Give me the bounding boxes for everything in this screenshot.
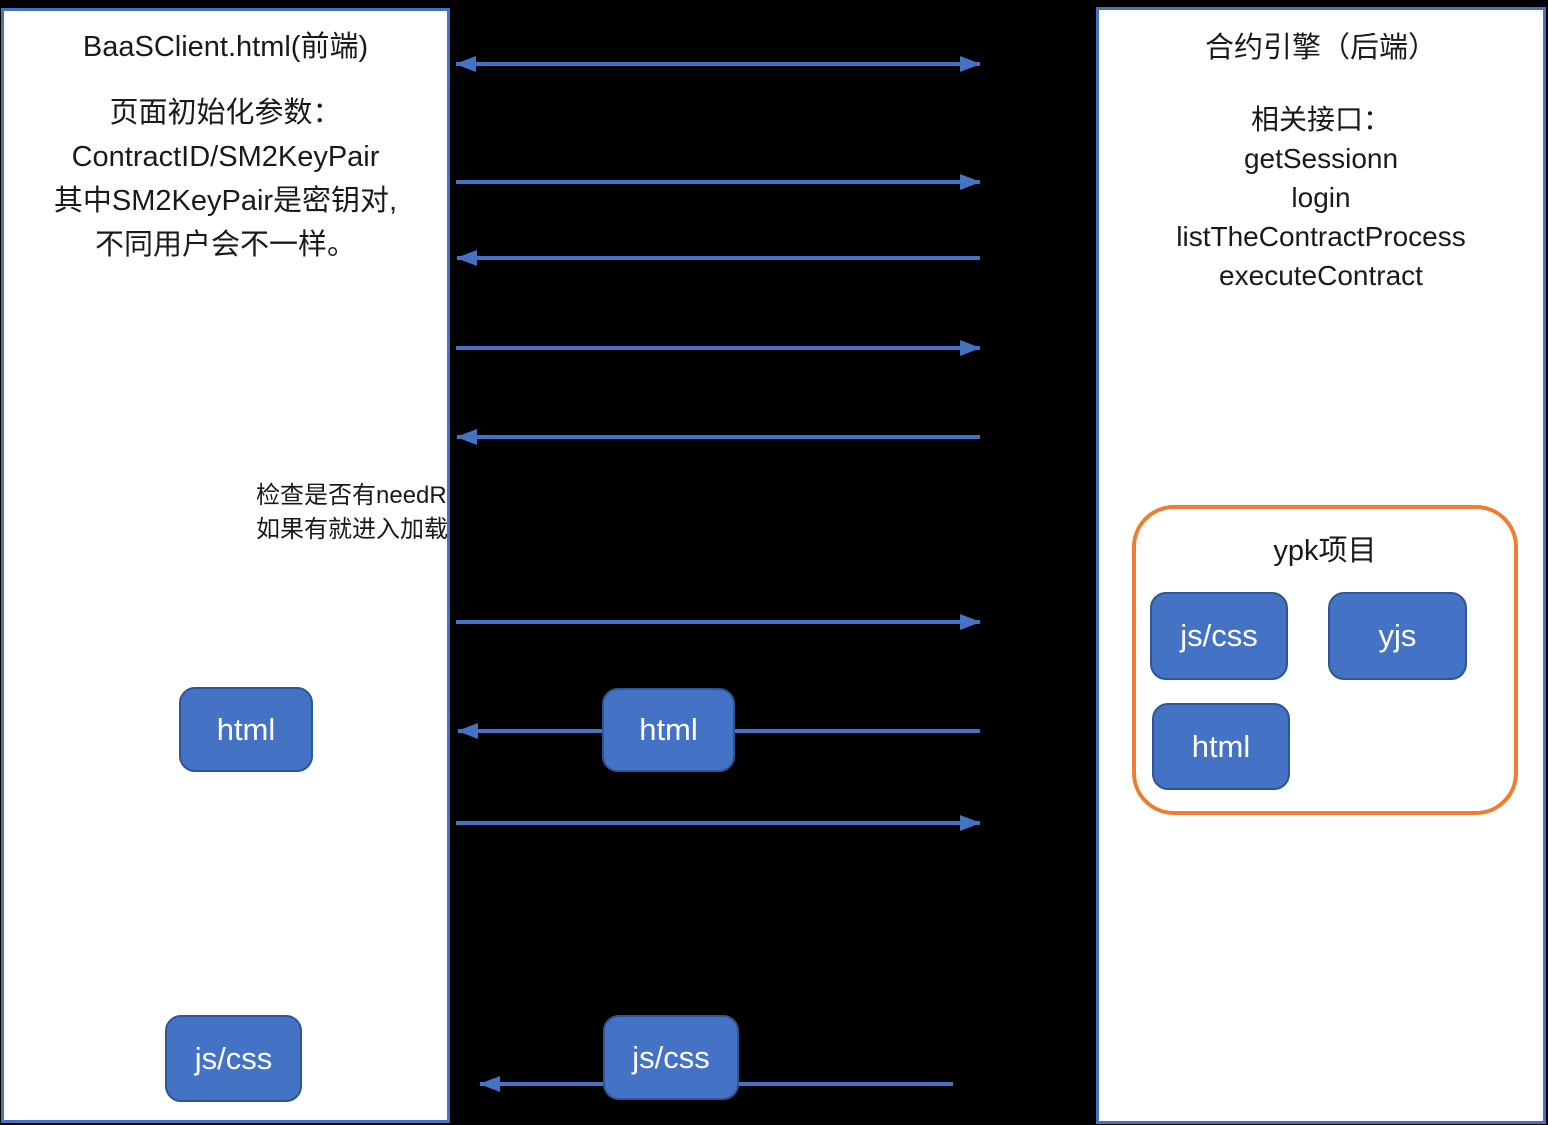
init-params-line: 页面初始化参数： xyxy=(109,97,342,129)
message-arrow-left xyxy=(456,250,980,266)
message-arrow-right xyxy=(456,614,981,630)
backend-panel: 合约引擎（后端） 相关接口： getSessionn login listThe… xyxy=(1096,7,1546,1124)
ypk-jscss-node: js/css xyxy=(1150,592,1288,680)
transfer-html-node: html xyxy=(602,688,735,772)
api-list-item: login xyxy=(1291,182,1351,213)
ypk-project-title: ypk项目 xyxy=(1273,535,1377,567)
api-list-heading: 相关接口： xyxy=(1250,104,1391,135)
api-list-item: listTheContractProcess xyxy=(1176,221,1466,252)
init-params-line: ContractID/SM2KeyPair xyxy=(71,141,380,173)
check-need-note-line: 检查是否有needR xyxy=(256,482,447,509)
api-list-item: executeContract xyxy=(1219,260,1423,291)
check-need-note: 检查是否有needR 如果有就进入加载 xyxy=(256,479,448,547)
api-list-item: getSessionn xyxy=(1243,143,1399,174)
frontend-panel-title: BaaSClient.html(前端) xyxy=(82,31,369,63)
backend-panel-title: 合约引擎（后端） xyxy=(1204,32,1437,64)
api-list: 相关接口： getSessionn login listTheContractP… xyxy=(1099,100,1543,295)
ypk-yjs-node: yjs xyxy=(1328,592,1467,680)
message-arrow-left xyxy=(456,429,980,445)
init-params-line: 不同用户会不一样。 xyxy=(94,229,356,261)
frontend-panel: BaaSClient.html(前端) 页面初始化参数： ContractID/… xyxy=(1,8,450,1123)
transfer-jscss-node: js/css xyxy=(603,1015,739,1100)
frontend-jscss-node: js/css xyxy=(165,1015,302,1102)
init-params-text: 页面初始化参数： ContractID/SM2KeyPair 其中SM2KeyP… xyxy=(4,91,447,267)
message-arrow-right xyxy=(456,174,981,190)
message-arrow-right xyxy=(456,815,981,831)
check-need-note-line: 如果有就进入加载 xyxy=(256,516,448,543)
frontend-html-node: html xyxy=(179,687,313,772)
ypk-project-group: ypk项目 js/css yjs html xyxy=(1132,505,1518,815)
ypk-html-node: html xyxy=(1152,703,1290,790)
message-arrow-both xyxy=(455,56,981,72)
message-arrow-right xyxy=(456,340,981,356)
init-params-line: 其中SM2KeyPair是密钥对, xyxy=(53,185,398,217)
